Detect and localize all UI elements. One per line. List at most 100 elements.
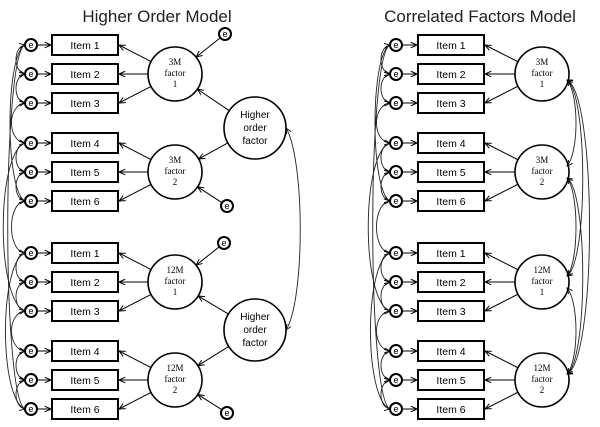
factor-label: 2 xyxy=(173,385,178,395)
item-box xyxy=(417,369,485,391)
item-box xyxy=(417,63,485,85)
higher-order-factor-label: Higher xyxy=(240,110,270,121)
error-label: e xyxy=(28,40,33,50)
error-term xyxy=(24,165,38,179)
error-label: e xyxy=(393,346,398,356)
error-label: e xyxy=(393,277,398,287)
factor-loading-path xyxy=(119,351,152,369)
error-term xyxy=(24,373,38,387)
error-label: e xyxy=(222,29,227,39)
factor-label: 12M xyxy=(166,363,183,373)
error-term xyxy=(389,194,403,208)
item-box xyxy=(51,369,119,391)
factor-label: 1 xyxy=(173,79,178,89)
error-label: e xyxy=(28,196,33,206)
factor-loading-path xyxy=(485,351,519,369)
error-label: e xyxy=(393,69,398,79)
factor-loading-path xyxy=(119,391,152,409)
item-box xyxy=(51,271,119,293)
error-covariance-arc xyxy=(15,380,25,409)
error-covariance-arc xyxy=(9,44,26,202)
error-term xyxy=(389,344,403,358)
factor-label: 3M xyxy=(536,155,549,165)
factor-label: 1 xyxy=(173,287,178,297)
error-covariance-arc xyxy=(7,44,26,410)
factor-error-term xyxy=(220,406,234,420)
panel-title: Higher Order Model xyxy=(82,7,231,26)
error-term xyxy=(389,275,403,289)
factor-label: factor xyxy=(532,276,553,286)
error-covariance-arc xyxy=(372,44,391,410)
item-label: Item 2 xyxy=(70,69,99,81)
error-covariance-arc xyxy=(376,311,391,351)
factor-error-term xyxy=(220,199,234,213)
error-term xyxy=(389,373,403,387)
error-covariance-arc xyxy=(15,282,25,311)
error-term xyxy=(389,402,403,416)
error-label: e xyxy=(28,167,33,177)
item-label: Item 5 xyxy=(70,167,99,179)
higher-order-factor-label: order xyxy=(243,123,267,134)
latent-factor xyxy=(147,144,203,200)
error-term xyxy=(24,96,38,110)
error-label: e xyxy=(393,404,398,414)
item-label: Item 5 xyxy=(70,375,99,387)
item-label: Item 6 xyxy=(70,404,99,416)
latent-factor xyxy=(147,352,203,408)
error-label: e xyxy=(224,408,229,418)
higher-order-factor-label: factor xyxy=(242,136,268,147)
factor-covariance-arc xyxy=(567,178,584,374)
item-label: Item 3 xyxy=(70,306,99,318)
error-covariance-arc xyxy=(5,252,26,410)
higher-order-loading-path xyxy=(198,296,229,315)
item-box xyxy=(417,271,485,293)
error-term xyxy=(24,304,38,318)
higher-order-loading-path xyxy=(199,142,229,159)
item-box xyxy=(417,161,485,183)
error-term xyxy=(389,136,403,150)
item-label: Item 4 xyxy=(436,346,465,358)
error-covariance-arc xyxy=(380,282,390,311)
factor-loading-path xyxy=(485,143,519,161)
item-label: Item 1 xyxy=(436,40,465,52)
higher-order-loading-path xyxy=(197,89,230,112)
error-covariance-arc xyxy=(376,103,391,143)
latent-factor xyxy=(147,254,203,310)
factor-label: 1 xyxy=(540,287,545,297)
factor-loading-path xyxy=(485,253,519,271)
error-covariance-arc xyxy=(380,74,390,103)
factor-label: 3M xyxy=(169,155,182,165)
factor-label: factor xyxy=(165,276,186,286)
factor-label: 3M xyxy=(536,57,549,67)
error-covariance-arc xyxy=(15,74,25,103)
factor-loading-path xyxy=(119,183,152,201)
error-label: e xyxy=(393,167,398,177)
error-covariance-arc xyxy=(374,44,391,202)
error-label: e xyxy=(393,248,398,258)
factor-error-term xyxy=(218,27,232,41)
factor-error-path xyxy=(198,394,223,411)
item-label: Item 1 xyxy=(70,40,99,52)
factor-error-path xyxy=(196,37,221,57)
factor-error-path xyxy=(198,187,223,204)
error-label: e xyxy=(393,98,398,108)
factor-label: factor xyxy=(532,374,553,384)
latent-factor xyxy=(514,352,570,408)
item-label: Item 4 xyxy=(70,346,99,358)
error-covariance-arc xyxy=(11,311,26,351)
error-covariance-arc xyxy=(376,201,391,253)
error-label: e xyxy=(28,375,33,385)
factor-loading-path xyxy=(485,45,519,63)
error-covariance-arc xyxy=(380,351,390,380)
item-label: Item 2 xyxy=(436,69,465,81)
factor-loading-path xyxy=(485,391,519,409)
factor-loading-path xyxy=(119,253,152,271)
error-label: e xyxy=(393,375,398,385)
error-covariance-arc xyxy=(380,143,390,172)
factor-loading-path xyxy=(119,85,152,103)
panel-title: Correlated Factors Model xyxy=(384,7,576,26)
factor-label: 12M xyxy=(166,265,183,275)
latent-factor xyxy=(147,46,203,102)
error-label: e xyxy=(393,138,398,148)
